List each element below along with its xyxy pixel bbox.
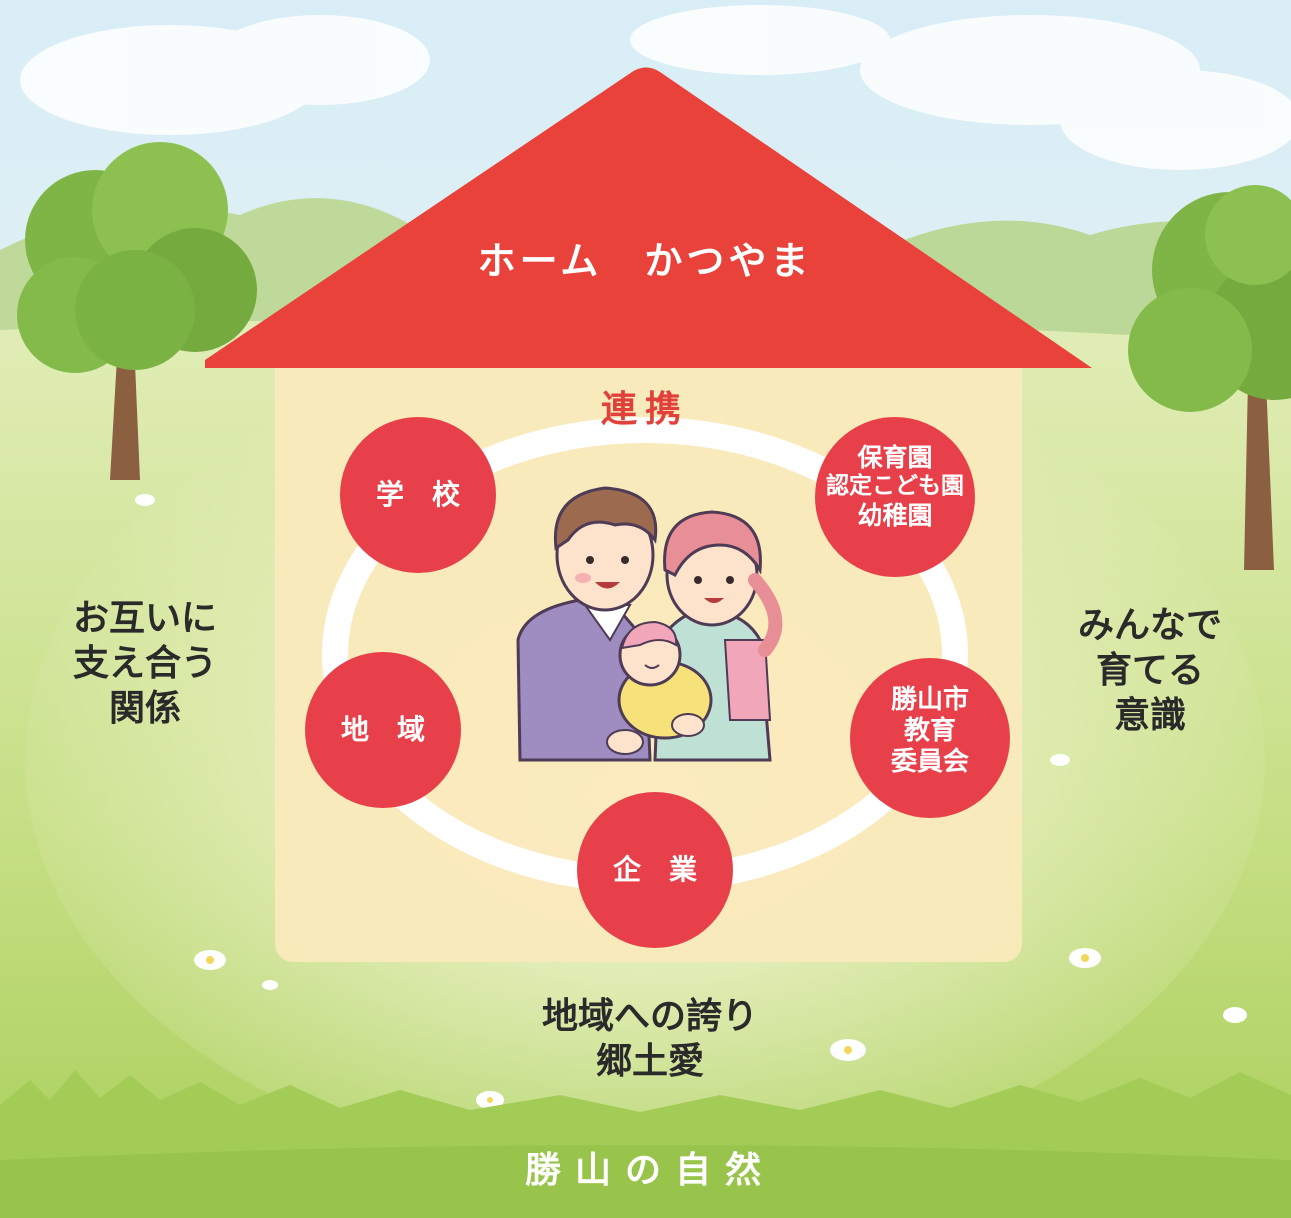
- circle-region: [305, 652, 461, 808]
- school-label: 学 校: [375, 478, 460, 511]
- roof-title: ホーム かつやま: [477, 239, 813, 283]
- right-message-line2: 育てる: [1095, 650, 1204, 691]
- tree-right: [1128, 185, 1291, 570]
- nursery-label-line2: 認定こども園: [826, 473, 964, 499]
- board-label-line3: 委員会: [890, 747, 969, 778]
- circle-company: [577, 792, 733, 948]
- family-illustration: [516, 486, 783, 762]
- clouds: [20, 5, 1291, 170]
- left-message-line3: 関係: [108, 688, 181, 729]
- company-label: 企 業: [612, 853, 697, 886]
- footer-text: 勝山の自然: [524, 1150, 775, 1191]
- left-message-line1: お互いに: [72, 598, 217, 639]
- right-message: みんなで 育てる 意識: [1040, 603, 1260, 738]
- circle-nursery: [815, 417, 975, 577]
- board-label: 勝山市 教育 委員会: [855, 685, 1005, 779]
- tree-left: [17, 142, 257, 480]
- nursery-label-line3: 幼稚園: [857, 500, 933, 530]
- circle-board: [850, 658, 1010, 818]
- bottom-message-line1: 地域への誇り: [541, 996, 758, 1037]
- right-message-line1: みんなで: [1077, 605, 1222, 646]
- center-title: 連携: [600, 389, 689, 430]
- house-roof: [205, 67, 1092, 368]
- bottom-message: 地域への誇り 郷土愛: [480, 994, 820, 1084]
- board-label-line2: 教育: [903, 716, 956, 747]
- flower-centers: [206, 954, 1089, 1103]
- bottom-message-line2: 郷土愛: [595, 1041, 704, 1082]
- region-label: 地 域: [340, 713, 425, 746]
- circle-school: [340, 417, 496, 573]
- left-message-line2: 支え合う: [72, 643, 217, 684]
- nursery-label: 保育園 認定こども園 幼稚園: [810, 443, 980, 531]
- board-label-line1: 勝山市: [890, 685, 969, 715]
- left-message: お互いに 支え合う 関係: [40, 596, 250, 731]
- nursery-label-line1: 保育園: [857, 443, 933, 472]
- right-message-line3: 意識: [1113, 695, 1186, 736]
